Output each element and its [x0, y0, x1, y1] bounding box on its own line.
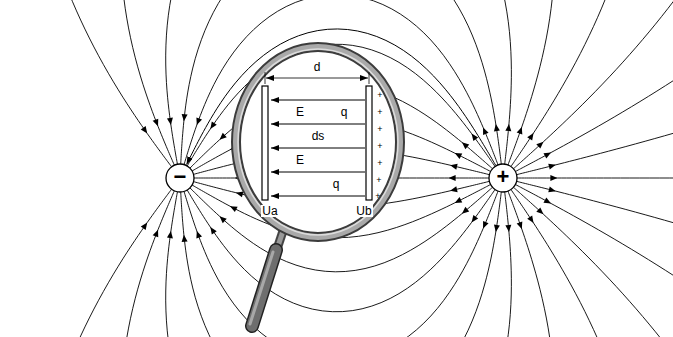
field-arrowhead: [153, 229, 161, 238]
field-arrowhead: [449, 186, 457, 193]
charge-circle: −: [165, 163, 195, 193]
plate-charge-sign: +: [374, 192, 381, 201]
field-arrow: [271, 100, 365, 101]
dimension-line: [266, 78, 368, 79]
dimension-label: d: [313, 61, 322, 73]
field-arrowhead: [543, 150, 552, 159]
field-arrowhead: [517, 221, 525, 230]
field-arrowhead: [543, 198, 552, 207]
field-arrowhead: [208, 225, 217, 234]
field-arrowhead: [181, 114, 188, 122]
field-arrowhead: [480, 221, 488, 230]
lens-ring-shine: [238, 49, 398, 235]
field-arrowhead: [548, 162, 556, 170]
field-arrowhead: [141, 221, 150, 230]
field-arrowhead: [548, 187, 556, 195]
field-arrowhead: [218, 133, 227, 142]
field-arrowhead: [453, 197, 462, 205]
field-arrowhead: [480, 126, 488, 135]
field-line: [515, 185, 673, 337]
field-arrowhead: [453, 150, 462, 158]
dimension-extension: [369, 72, 370, 84]
uniform-field: [271, 100, 365, 196]
field-line: [513, 187, 673, 337]
plate-charge-sign: +: [376, 159, 383, 168]
plate-charge-sign: +: [376, 125, 383, 134]
handle-grip-outline: [252, 250, 276, 326]
field-arrowhead: [181, 234, 188, 242]
field-line: [517, 178, 673, 179]
field-arrowhead: [449, 175, 456, 181]
field-line: [513, 0, 673, 169]
field-arrowhead: [527, 216, 536, 225]
field-arrowhead: [493, 225, 500, 233]
field-arrowhead: [460, 207, 469, 216]
potential-label: Ua: [261, 205, 278, 217]
field-arrowhead: [550, 175, 557, 181]
field-arrowhead: [505, 225, 512, 233]
field-arrowhead: [517, 126, 525, 135]
field-arrow: [271, 124, 365, 125]
plate-charge-sign: +: [375, 176, 382, 185]
dimension-extension: [265, 72, 266, 84]
negative-plate: [262, 86, 268, 200]
charge-label: q: [332, 178, 341, 190]
field-arrowhead: [527, 131, 536, 140]
field-arrowhead: [460, 140, 469, 149]
plate-charge-sign: +: [376, 108, 383, 117]
field-arrowhead: [505, 124, 512, 132]
field-arrowhead: [536, 207, 545, 216]
field-arrowhead: [449, 162, 457, 169]
field-arrowhead: [536, 139, 545, 148]
plate-charge-sign: +: [376, 91, 383, 100]
potential-label: Ub: [355, 205, 372, 217]
lens-ring-outline: [236, 47, 400, 237]
field-arrowhead: [469, 215, 478, 224]
field-arrowhead: [141, 126, 150, 135]
field-arrowhead: [167, 118, 174, 126]
charge-sign: −: [174, 166, 187, 188]
displacement-label: ds: [311, 130, 326, 142]
plate-charge-sign: +: [376, 142, 383, 151]
field-arrowhead: [194, 117, 202, 126]
charge-label: q: [340, 106, 349, 118]
field-label: E: [295, 106, 305, 118]
field-arrowhead: [167, 231, 174, 239]
field-line: [517, 181, 673, 337]
field-arrow: [271, 148, 365, 149]
lens-ring: [236, 47, 400, 237]
field-arrowhead: [194, 230, 202, 239]
handle-grip: [252, 250, 276, 326]
field-arrowhead: [229, 204, 238, 213]
field-line: [515, 0, 673, 171]
charge-circle: +: [488, 163, 518, 193]
charge-sign: +: [497, 166, 510, 188]
field-arrowhead: [153, 119, 161, 128]
field-label: E: [295, 154, 305, 166]
handle-shine: [250, 252, 273, 324]
field-arrowhead: [493, 124, 500, 132]
field-line: [517, 0, 673, 175]
field-arrowhead: [208, 121, 217, 130]
field-arrow: [271, 172, 365, 173]
field-arrowhead: [218, 214, 227, 223]
positive-plate: [366, 86, 372, 200]
field-arrow: [271, 196, 365, 197]
